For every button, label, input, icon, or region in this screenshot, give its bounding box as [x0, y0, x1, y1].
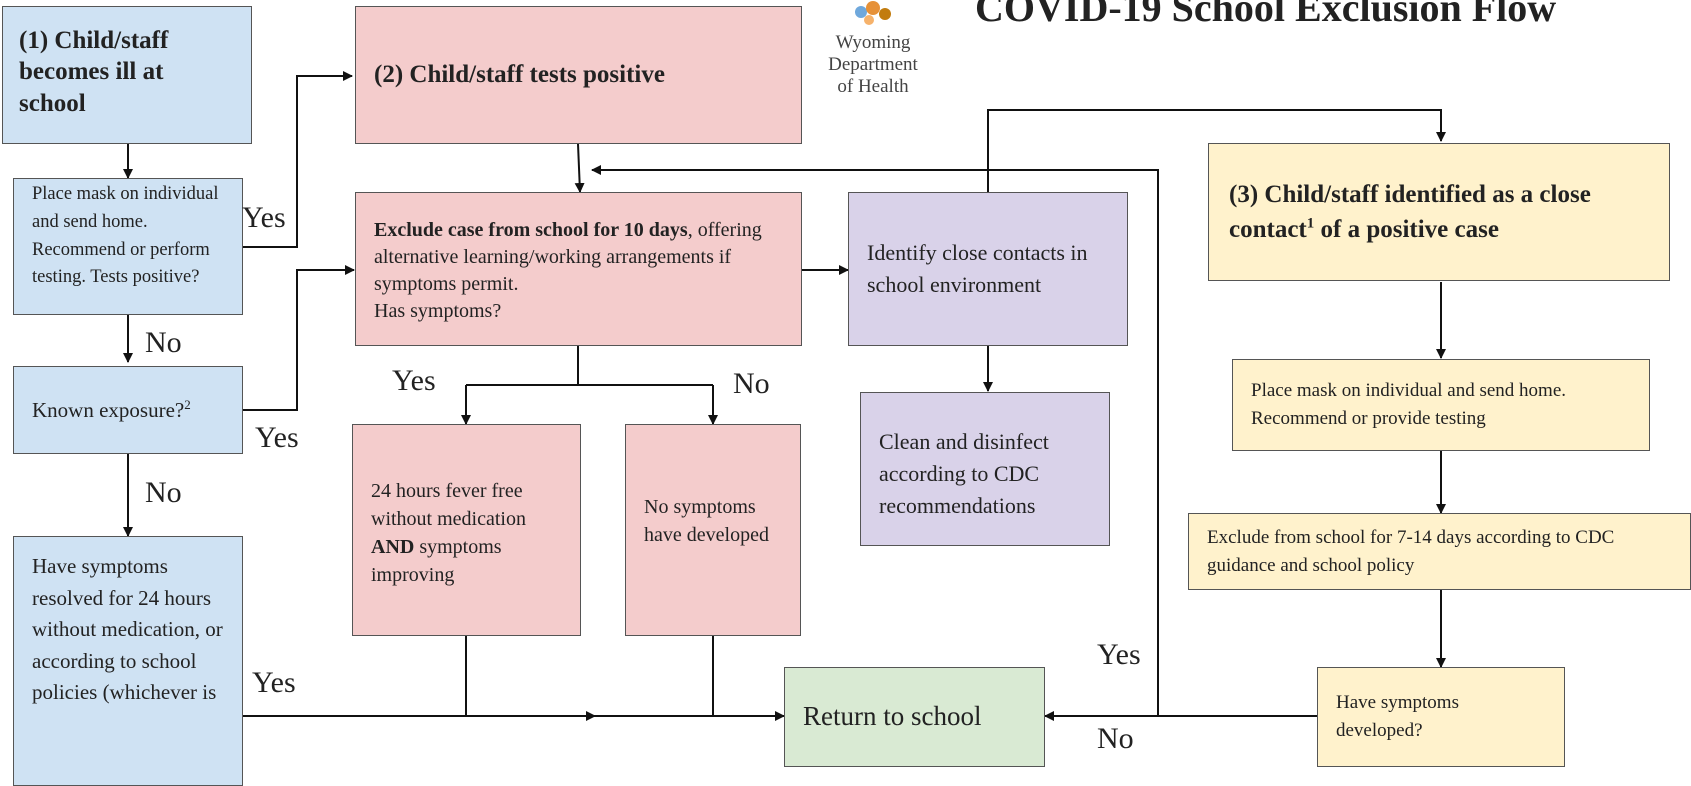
arrow-exposure-to-exclude: [243, 265, 355, 411]
tests-positive-text: (2) Child/staff tests positive: [374, 61, 665, 89]
box-return-school: Return to school: [784, 667, 1045, 767]
fever-free-and: AND: [371, 536, 415, 558]
known-exposure-text: Known exposure?2: [32, 397, 191, 423]
box-exclude-case: Exclude case from school for 10 days, of…: [355, 192, 802, 346]
label-no-has-symptoms: No: [733, 367, 770, 400]
fever-free-part-1: 24 hours fever free without medication: [371, 480, 526, 530]
arrow-identify-to-contact: [987, 109, 1446, 192]
exclude-7-14-text: Exclude from school for 7-14 days accord…: [1207, 526, 1615, 576]
box-no-symptoms: No symptoms have developed: [625, 424, 801, 636]
exclude-case-rest: , offering alternative learning/working …: [374, 219, 762, 295]
close-contact-part-2: of a positive case: [1314, 216, 1499, 243]
page-title: COVID-19 School Exclusion Flow: [975, 0, 1557, 30]
box-clean-disinfect: Clean and disinfect according to CDC rec…: [860, 392, 1110, 546]
label-no-to-resolved: No: [145, 476, 182, 509]
close-contact-sup: 1: [1306, 215, 1315, 232]
return-school-text: Return to school: [803, 701, 982, 732]
label-yes-feedback: Yes: [1097, 638, 1141, 671]
fever-free-part-2: symptoms improving: [371, 536, 502, 586]
box-identify-contacts: Identify close contacts in school enviro…: [848, 192, 1128, 346]
exclude-case-text: Exclude case from school for 10 days, of…: [374, 219, 762, 322]
known-exposure-sup: 2: [184, 396, 191, 412]
box-close-contact: (3) Child/staff identified as a close co…: [1208, 143, 1670, 281]
label-yes-resolved: Yes: [252, 666, 296, 699]
clean-disinfect-text: Clean and disinfect according to CDC rec…: [879, 429, 1049, 518]
place-mask-3-text: Place mask on individual and send home. …: [1251, 380, 1567, 429]
close-contact-part-1: (3) Child/staff identified as a close co…: [1229, 181, 1591, 243]
logo-line-3: of Health: [837, 75, 909, 97]
box-tests-positive: (2) Child/staff tests positive: [355, 6, 802, 144]
close-contact-text: (3) Child/staff identified as a close co…: [1229, 177, 1653, 247]
symptoms-resolved-text: Have symptoms resolved for 24 hours with…: [32, 554, 223, 704]
fever-free-text: 24 hours fever free without medication A…: [371, 480, 526, 586]
identify-contacts-text: Identify close contacts in school enviro…: [867, 240, 1088, 297]
label-no-to-exposure: No: [145, 326, 182, 359]
have-symptoms-text: Have symptoms developed?: [1336, 692, 1459, 741]
arrow-mask-to-tests-positive: [243, 71, 353, 248]
no-symptoms-text: No symptoms have developed: [644, 496, 769, 546]
label-yes-has-symptoms: Yes: [392, 364, 436, 397]
exclude-case-bold: Exclude case from school for 10 days: [374, 219, 688, 241]
box-known-exposure: Known exposure?2: [13, 366, 243, 454]
box-symptoms-resolved: Have symptoms resolved for 24 hours with…: [13, 536, 243, 786]
known-exposure-label: Known exposure?: [32, 397, 185, 422]
box-place-mask-1: Place mask on individual and send home. …: [13, 178, 243, 315]
arrow-feedback-to-exclude: [591, 165, 1159, 716]
arrow-tests-to-exclude: [574, 143, 585, 193]
label-yes-tests-positive: Yes: [242, 201, 286, 234]
box-exclude-7-14: Exclude from school for 7-14 days accord…: [1188, 513, 1691, 590]
wyoming-doh-logo: Wyoming Department of Health: [818, 0, 928, 98]
box-ill-at-school: (1) Child/staff becomes ill at school: [2, 6, 252, 144]
box-fever-free: 24 hours fever free without medication A…: [352, 424, 581, 636]
connector-lines: [123, 71, 1446, 721]
logo-line-2: Department: [828, 53, 918, 75]
arrow-exclude-to-yes-no: [466, 346, 713, 386]
label-no-return: No: [1097, 722, 1134, 755]
ill-at-school-text: (1) Child/staff becomes ill at school: [19, 27, 169, 117]
logo-mark-icon: [855, 1, 891, 25]
exclude-case-question: Has symptoms?: [374, 300, 502, 322]
box-place-mask-3: Place mask on individual and send home. …: [1232, 359, 1650, 451]
place-mask-1-text: Place mask on individual and send home. …: [32, 184, 219, 288]
logo-line-1: Wyoming: [835, 32, 911, 53]
box-have-symptoms: Have symptoms developed?: [1317, 667, 1565, 767]
label-yes-exposure: Yes: [255, 421, 299, 454]
